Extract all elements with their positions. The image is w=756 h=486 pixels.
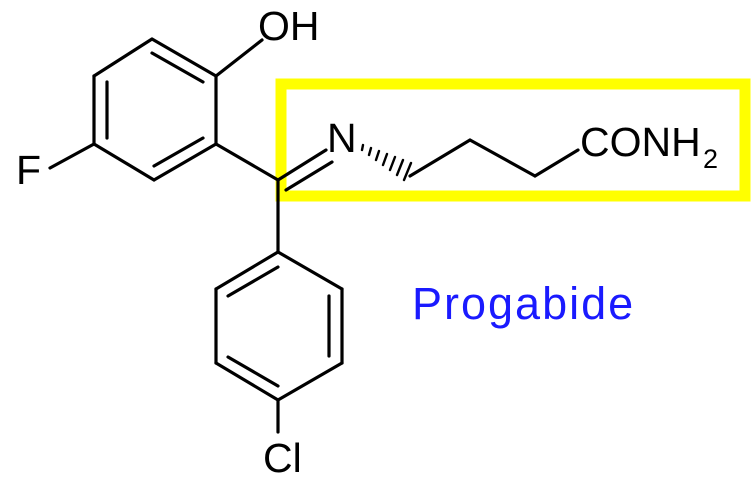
atom-label-fluorine: F (16, 147, 41, 193)
highlight-box (275, 78, 751, 202)
atom-label-nitrogen: N (327, 115, 357, 161)
imine-double-bond (276, 148, 334, 192)
chlorophenyl-ring (214, 250, 344, 402)
atom-label-chlorine: Cl (263, 435, 302, 481)
compound-name: Progabide (412, 278, 635, 329)
atom-label-amide-subscript: 2 (703, 144, 718, 174)
hashed-wedge-bond (360, 143, 413, 182)
atom-label-amide: CONH (580, 119, 701, 165)
bond-ring-f (48, 142, 96, 170)
bond-ring-oh (214, 38, 264, 78)
bond-ring-center (214, 142, 280, 182)
atom-label-hydroxyl: OH (258, 3, 320, 49)
fluorophenol-ring (92, 37, 218, 182)
side-chain (408, 138, 580, 178)
